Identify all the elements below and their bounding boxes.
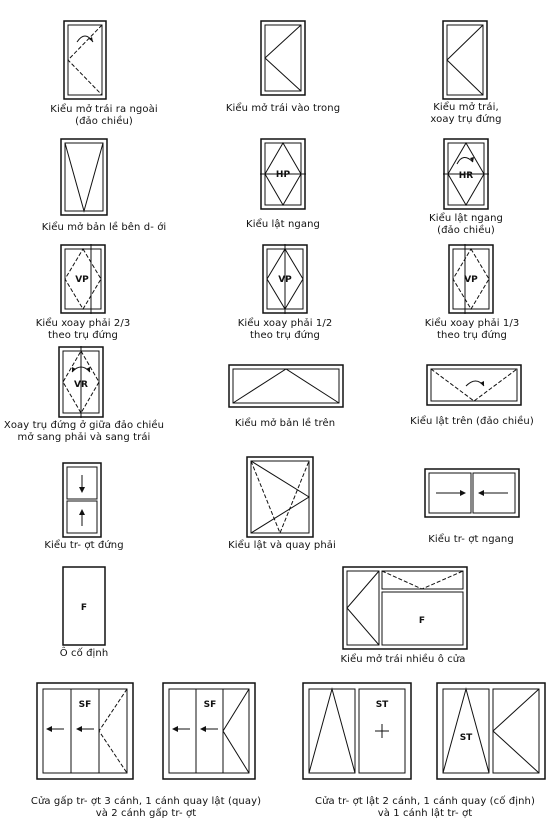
caption-multi-pane-left-opening: Kiểu mở trái nhiều ô cửa <box>340 654 466 665</box>
window-label-f-multi: F <box>419 616 425 626</box>
caption-horizontal-pivot: Kiểu lật ngang <box>246 219 320 230</box>
window-label-vp-2-3: VP <box>75 275 89 285</box>
window-label-hr: HR <box>459 171 474 181</box>
caption-horizontal-pivot-reversed: Kiểu lật ngang(đảo chiều) <box>429 213 503 236</box>
caption-horizontal-sliding: Kiểu tr- ợt ngang <box>428 534 514 545</box>
caption-vertical-sliding: Kiểu tr- ợt đứng <box>44 540 124 551</box>
window-right-pivot-1-3: VP <box>448 244 494 314</box>
window-right-pivot-1-2: VP <box>262 244 308 314</box>
door-label-sf-b: SF <box>204 700 217 710</box>
window-label-vp-1-3: VP <box>464 275 478 285</box>
window-tilt-and-turn-right <box>246 456 314 538</box>
window-horizontal-pivot-hp: HP <box>260 138 306 210</box>
window-center-vertical-pivot-vr: VR <box>58 346 104 418</box>
caption-outward-left-opening: Kiểu mở trái ra ngoài(đảo chiều) <box>50 104 158 127</box>
caption-top-tilt-reversed: Kiểu lật trên (đảo chiều) <box>410 416 534 427</box>
window-vertical-sliding <box>62 462 102 538</box>
window-label-vp-1-2: VP <box>278 275 292 285</box>
window-top-hinged <box>228 364 344 408</box>
caption-folding-sliding-door: Cửa gấp tr- ợt 3 cánh, 1 cánh quay lật (… <box>30 796 262 819</box>
window-outward-left-opening <box>63 20 107 100</box>
window-fixed-pane: F <box>62 566 106 646</box>
door-folding-sliding-3-leaf-b: SF <box>162 682 256 780</box>
window-bottom-hinged <box>60 138 108 216</box>
caption-tilt-and-turn-right: Kiểu lật và quay phải <box>228 540 336 551</box>
window-inward-left-opening <box>260 20 306 96</box>
window-label-f: F <box>81 603 87 613</box>
window-label-vr: VR <box>74 380 88 390</box>
window-horizontal-sliding <box>424 468 520 518</box>
door-label-st-b: ST <box>460 733 473 743</box>
window-left-vertical-pivot <box>442 20 488 100</box>
door-label-sf-a: SF <box>79 700 92 710</box>
door-folding-sliding-3-leaf-a: SF <box>36 682 134 780</box>
caption-bottom-hinged: Kiểu mở bản lề bên d- ới <box>41 222 167 233</box>
door-label-st-a: ST <box>376 700 389 710</box>
window-top-tilt-reversed <box>426 364 522 406</box>
window-right-pivot-2-3: VP <box>60 244 106 314</box>
window-horizontal-pivot-hr: HR <box>443 138 489 210</box>
caption-sliding-tilt-door: Cửa tr- ợt lật 2 cánh, 1 cánh quay (cố đ… <box>315 796 535 819</box>
door-sliding-tilt-2-leaf-b: ST <box>436 682 546 780</box>
window-multi-pane-left-opening: F <box>342 566 468 650</box>
caption-top-hinged: Kiểu mở bản lề trên <box>234 418 336 429</box>
caption-fixed-pane: Ô cố định <box>59 648 109 659</box>
caption-inward-left-opening: Kiểu mở trái vào trong <box>225 103 341 114</box>
caption-left-vertical-pivot: Kiểu mở trái,xoay trụ đứng <box>430 102 502 125</box>
door-sliding-tilt-2-leaf-a: ST <box>302 682 412 780</box>
window-label-hp: HP <box>276 170 291 180</box>
